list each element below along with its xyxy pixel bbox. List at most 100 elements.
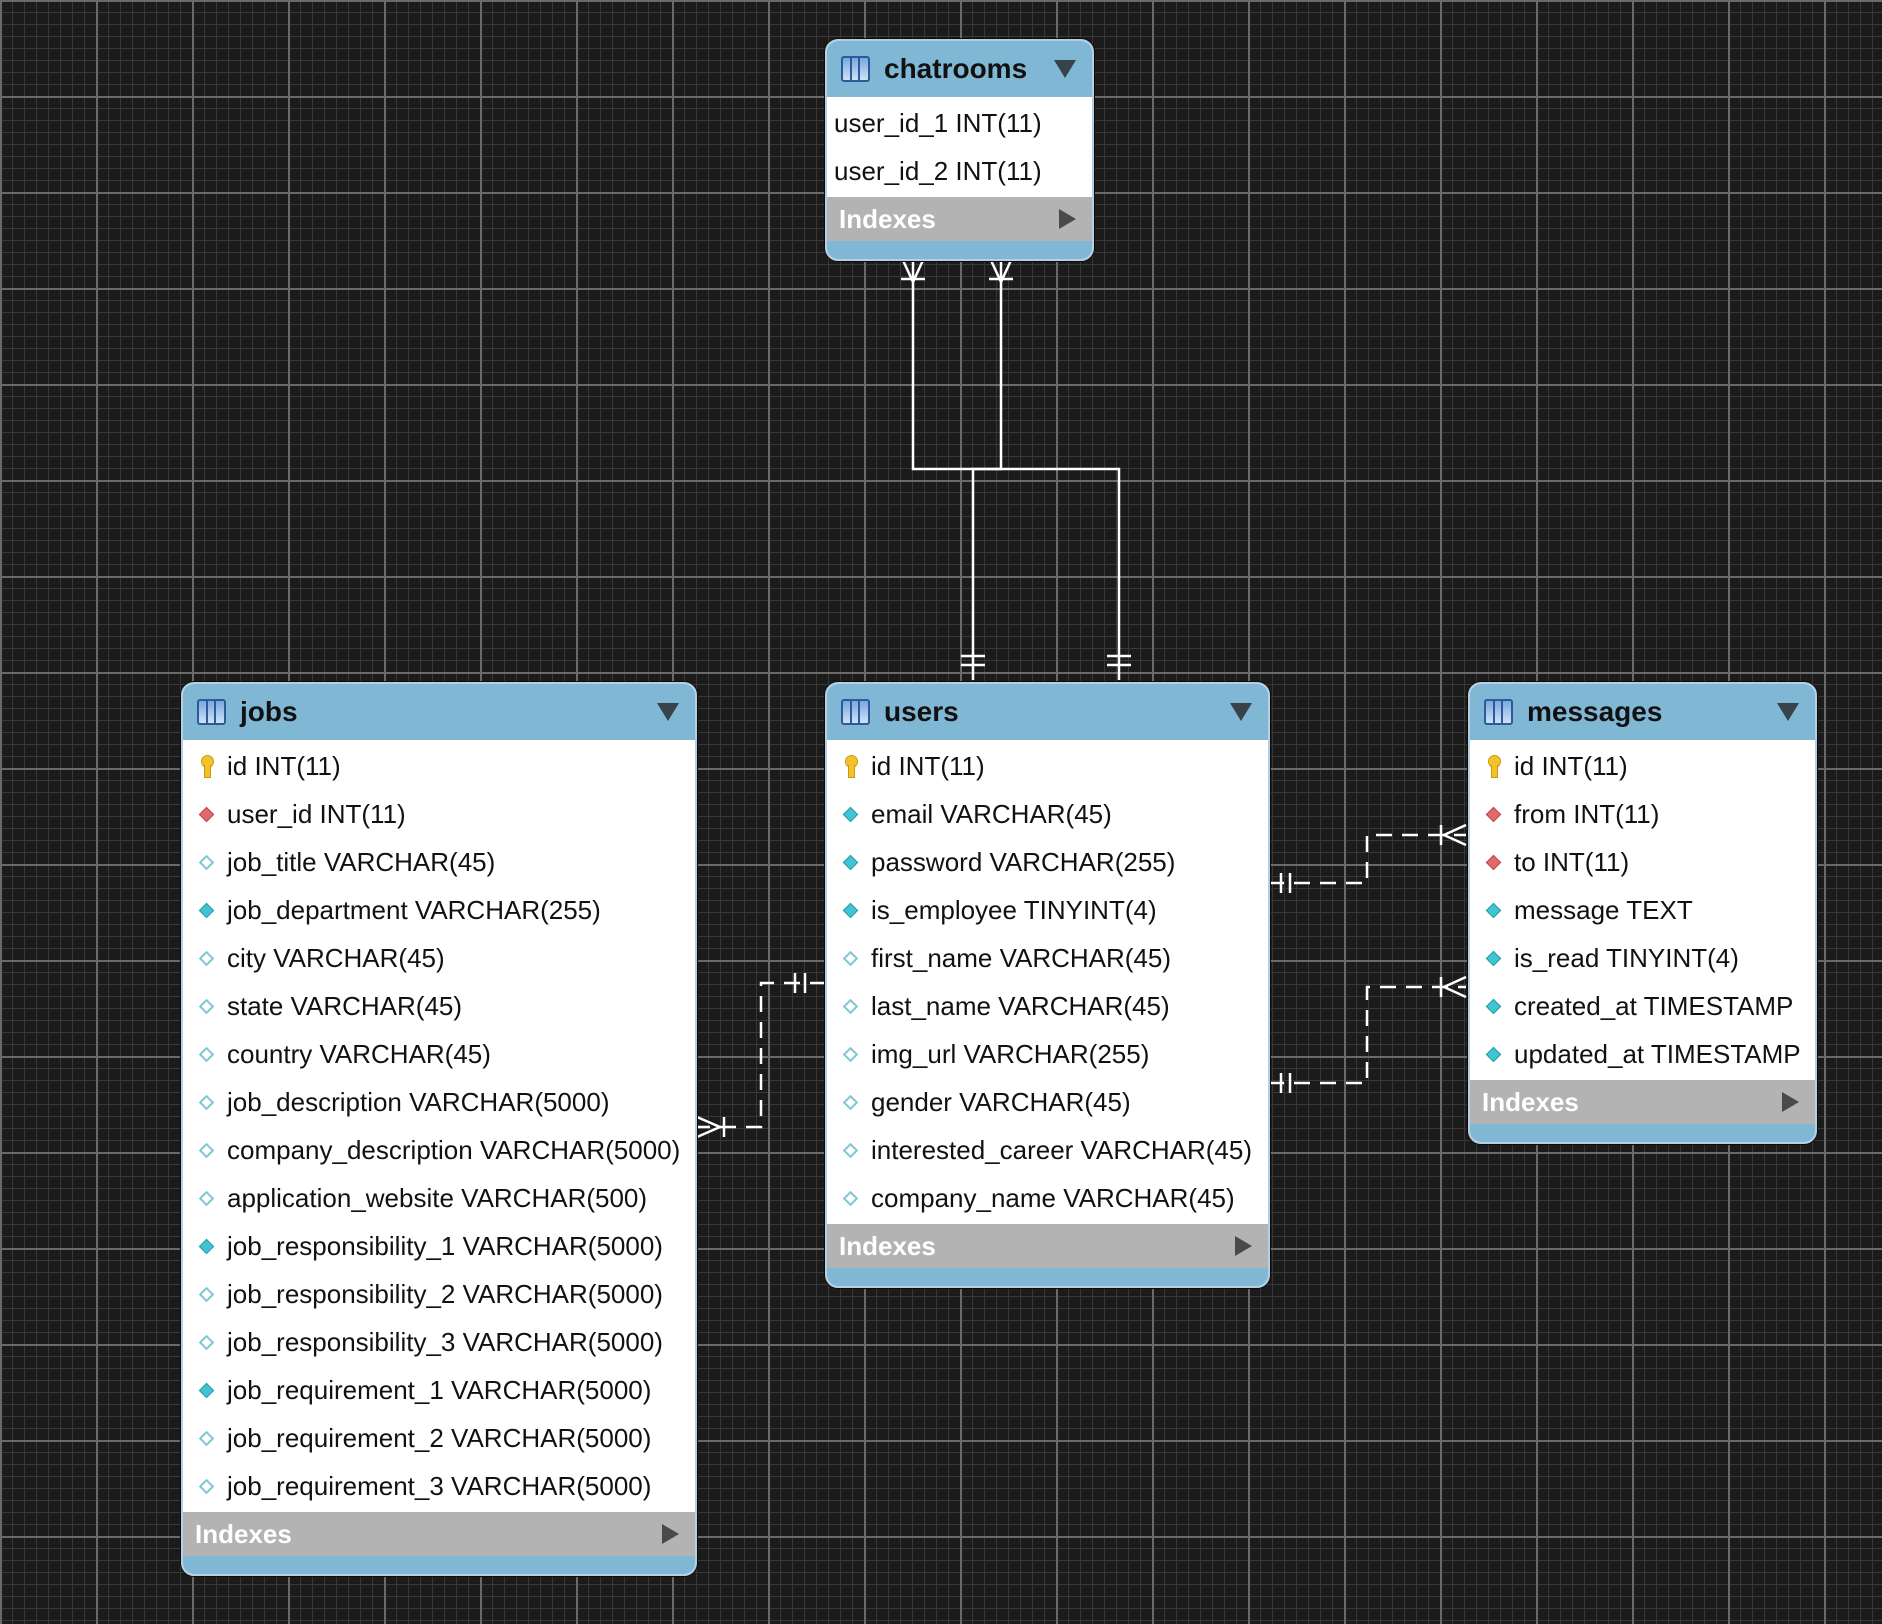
chevron-right-icon[interactable]	[1782, 1092, 1799, 1112]
column-row[interactable]: id INT(11)	[1470, 742, 1815, 790]
column-label: id INT(11)	[227, 750, 341, 781]
table-header[interactable]: users	[827, 684, 1268, 740]
filled-diamond-icon	[839, 849, 865, 875]
hollow-diamond-icon	[195, 993, 221, 1019]
column-row[interactable]: created_at TIMESTAMP	[1470, 982, 1815, 1030]
column-row[interactable]: city VARCHAR(45)	[183, 934, 695, 982]
column-row[interactable]: job_department VARCHAR(255)	[183, 886, 695, 934]
column-row[interactable]: company_description VARCHAR(5000)	[183, 1126, 695, 1174]
hollow-diamond-icon	[195, 1041, 221, 1067]
chevron-right-icon[interactable]	[662, 1524, 679, 1544]
table-messages[interactable]: messages id INT(11) from INT(11)to INT(11…	[1468, 682, 1817, 1144]
relationship-users-messages-to[interactable]	[1268, 975, 1467, 1093]
indexes-section[interactable]: Indexes	[827, 1224, 1268, 1268]
column-label: job_requirement_2 VARCHAR(5000)	[227, 1422, 652, 1453]
filled-diamond-icon	[195, 897, 221, 923]
hollow-diamond-icon	[195, 945, 221, 971]
column-label: id INT(11)	[1514, 750, 1628, 781]
table-users[interactable]: users id INT(11)email VARCHAR(45)passwor…	[825, 682, 1270, 1288]
column-row[interactable]: is_read TINYINT(4)	[1470, 934, 1815, 982]
hollow-diamond-icon	[195, 1473, 221, 1499]
column-row[interactable]: img_url VARCHAR(255)	[827, 1030, 1268, 1078]
table-icon	[841, 56, 870, 82]
column-row[interactable]: id INT(11)	[183, 742, 695, 790]
chevron-down-icon[interactable]	[657, 703, 679, 721]
column-row[interactable]: state VARCHAR(45)	[183, 982, 695, 1030]
indexes-label: Indexes	[839, 203, 936, 234]
column-row[interactable]: to INT(11)	[1470, 838, 1815, 886]
column-label: company_description VARCHAR(5000)	[227, 1134, 681, 1165]
column-row[interactable]: password VARCHAR(255)	[827, 838, 1268, 886]
chevron-down-icon[interactable]	[1054, 60, 1076, 78]
column-row[interactable]: message TEXT	[1470, 886, 1815, 934]
column-label: user_id_2 INT(11)	[834, 155, 1042, 186]
relationship-users-chatrooms-1[interactable]	[899, 255, 1131, 680]
table-title: users	[884, 696, 959, 727]
table-jobs[interactable]: jobs id INT(11) user_id INT(11) job_title …	[181, 682, 697, 1576]
column-row[interactable]: updated_at TIMESTAMP	[1470, 1030, 1815, 1078]
column-label: created_at TIMESTAMP	[1514, 990, 1794, 1021]
column-row[interactable]: country VARCHAR(45)	[183, 1030, 695, 1078]
table-header[interactable]: jobs	[183, 684, 695, 740]
table-footer	[1470, 1124, 1815, 1142]
chevron-down-icon[interactable]	[1777, 703, 1799, 721]
column-row[interactable]: user_id INT(11)	[183, 790, 695, 838]
relationship-users-chatrooms-2[interactable]	[961, 255, 1015, 680]
hollow-diamond-icon	[195, 1185, 221, 1211]
column-row[interactable]: id INT(11)	[827, 742, 1268, 790]
column-row[interactable]: company_name VARCHAR(45)	[827, 1174, 1268, 1222]
column-label: job_requirement_3 VARCHAR(5000)	[227, 1470, 652, 1501]
column-label: job_responsibility_1 VARCHAR(5000)	[227, 1230, 663, 1261]
column-row[interactable]: application_website VARCHAR(500)	[183, 1174, 695, 1222]
column-label: state VARCHAR(45)	[227, 990, 463, 1021]
column-row[interactable]: job_title VARCHAR(45)	[183, 838, 695, 886]
column-label: is_employee TINYINT(4)	[871, 894, 1157, 925]
column-row[interactable]: interested_career VARCHAR(45)	[827, 1126, 1268, 1174]
column-label: city VARCHAR(45)	[227, 942, 445, 973]
indexes-section[interactable]: Indexes	[827, 197, 1092, 241]
column-label: job_requirement_1 VARCHAR(5000)	[227, 1374, 652, 1405]
column-label: job_title VARCHAR(45)	[227, 846, 496, 877]
hollow-diamond-icon	[195, 1329, 221, 1355]
table-chatrooms[interactable]: chatrooms user_id_1 INT(11) user_id_2 INT…	[825, 39, 1094, 261]
table-footer	[183, 1556, 695, 1574]
column-row[interactable]: user_id_1 INT(11)	[827, 99, 1092, 147]
column-row[interactable]: job_responsibility_2 VARCHAR(5000)	[183, 1270, 695, 1318]
chevron-right-icon[interactable]	[1059, 209, 1076, 229]
column-label: job_description VARCHAR(5000)	[227, 1086, 610, 1117]
relationship-users-messages-from[interactable]	[1268, 823, 1467, 893]
table-footer	[827, 1268, 1268, 1286]
hollow-diamond-icon	[195, 1281, 221, 1307]
column-row[interactable]: from INT(11)	[1470, 790, 1815, 838]
column-row[interactable]: job_responsibility_1 VARCHAR(5000)	[183, 1222, 695, 1270]
indexes-section[interactable]: Indexes	[1470, 1080, 1815, 1124]
table-header[interactable]: chatrooms	[827, 41, 1092, 97]
key-icon	[1482, 753, 1508, 779]
hollow-diamond-icon	[839, 1185, 865, 1211]
column-label: job_department VARCHAR(255)	[227, 894, 601, 925]
relationship-users-jobs[interactable]	[695, 973, 826, 1139]
column-row[interactable]: first_name VARCHAR(45)	[827, 934, 1268, 982]
column-row[interactable]: email VARCHAR(45)	[827, 790, 1268, 838]
column-row[interactable]: job_requirement_3 VARCHAR(5000)	[183, 1462, 695, 1510]
column-row[interactable]: job_requirement_2 VARCHAR(5000)	[183, 1414, 695, 1462]
table-header[interactable]: messages	[1470, 684, 1815, 740]
column-label: gender VARCHAR(45)	[871, 1086, 1131, 1117]
hollow-diamond-icon	[839, 1137, 865, 1163]
column-row[interactable]: is_employee TINYINT(4)	[827, 886, 1268, 934]
column-row[interactable]: job_requirement_1 VARCHAR(5000)	[183, 1366, 695, 1414]
chevron-right-icon[interactable]	[1235, 1236, 1252, 1256]
column-row[interactable]: gender VARCHAR(45)	[827, 1078, 1268, 1126]
indexes-label: Indexes	[1482, 1086, 1579, 1117]
indexes-section[interactable]: Indexes	[183, 1512, 695, 1556]
column-row[interactable]: job_description VARCHAR(5000)	[183, 1078, 695, 1126]
chevron-down-icon[interactable]	[1230, 703, 1252, 721]
column-row[interactable]: last_name VARCHAR(45)	[827, 982, 1268, 1030]
column-label: last_name VARCHAR(45)	[871, 990, 1170, 1021]
column-row[interactable]: user_id_2 INT(11)	[827, 147, 1092, 195]
column-row[interactable]: job_responsibility_3 VARCHAR(5000)	[183, 1318, 695, 1366]
red-diamond-icon	[195, 801, 221, 827]
column-label: company_name VARCHAR(45)	[871, 1182, 1235, 1213]
red-diamond-icon	[1482, 801, 1508, 827]
